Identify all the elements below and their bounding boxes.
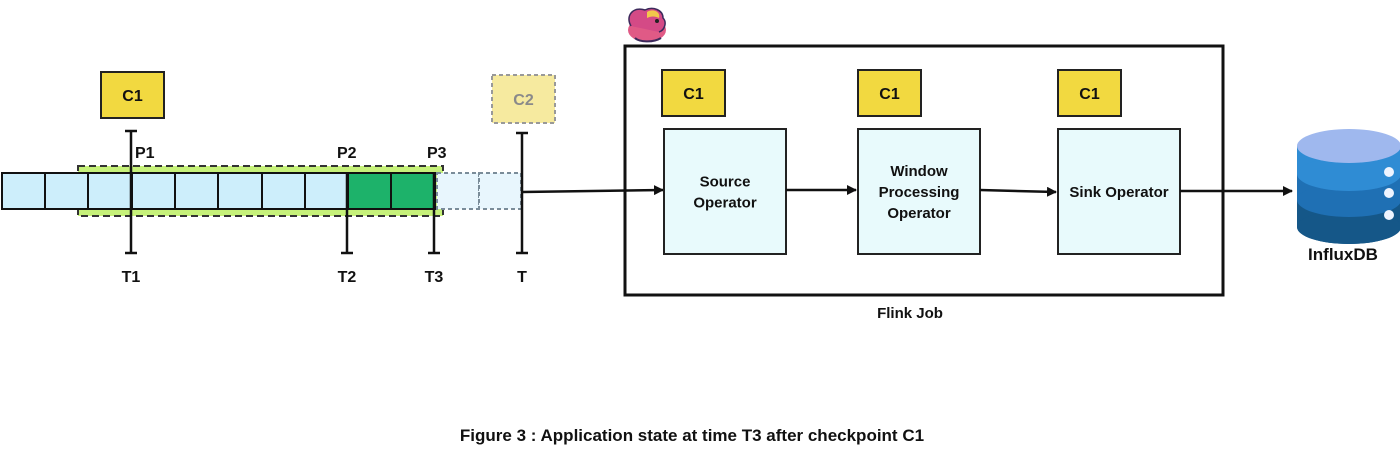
stream-cell bbox=[87, 172, 133, 210]
stream-cell bbox=[44, 172, 89, 210]
db-indicator-dot bbox=[1384, 188, 1394, 198]
marker-t2 bbox=[341, 173, 353, 255]
flink-squirrel-icon bbox=[628, 7, 666, 43]
operator-checkpoint-sink: C1 bbox=[1057, 69, 1122, 117]
window-to-sink-arrow bbox=[979, 186, 1057, 197]
stream-cell-processed bbox=[347, 172, 392, 210]
marker-t1 bbox=[125, 129, 137, 255]
sink-operator-label: Sink Operator bbox=[1069, 184, 1168, 201]
time-label-t: T bbox=[517, 269, 527, 286]
stream-cell bbox=[174, 172, 219, 210]
sink-operator: Sink Operator bbox=[1057, 128, 1181, 255]
operator-checkpoint-source-label: C1 bbox=[683, 86, 704, 103]
flink-job-frame bbox=[623, 44, 1225, 297]
stream-to-source-arrow bbox=[521, 185, 664, 196]
stream-cells bbox=[1, 172, 436, 210]
stream-cell-processed bbox=[390, 172, 436, 210]
operator-checkpoint-window: C1 bbox=[857, 69, 922, 117]
db-indicator-dot bbox=[1384, 167, 1394, 177]
stream-checkpoint-c2: C2 bbox=[491, 74, 556, 124]
time-label-t1: T1 bbox=[122, 269, 141, 286]
stream-cell-pending bbox=[436, 172, 480, 210]
marker-t bbox=[516, 131, 528, 255]
stream-cell-pending bbox=[478, 172, 522, 210]
operator-checkpoint-source: C1 bbox=[661, 69, 726, 117]
stream-cell bbox=[304, 172, 349, 210]
event-stream bbox=[1, 165, 522, 217]
stream-checkpoint-c1: C1 bbox=[100, 71, 165, 119]
stream-checkpoint-c1-label: C1 bbox=[122, 88, 143, 105]
stream-checkpoint-c2-label: C2 bbox=[513, 92, 534, 109]
marker-t3 bbox=[428, 173, 440, 255]
position-label-p1: P1 bbox=[135, 145, 155, 162]
flink-job-title: Flink Job bbox=[877, 305, 943, 322]
position-label-p3: P3 bbox=[427, 145, 447, 162]
time-label-t3: T3 bbox=[425, 269, 444, 286]
figure-caption: Figure 3 : Application state at time T3 … bbox=[460, 426, 924, 445]
time-markers bbox=[125, 129, 528, 255]
db-indicator-dot bbox=[1384, 210, 1394, 220]
operator-checkpoint-sink-label: C1 bbox=[1079, 86, 1100, 103]
stream-cell bbox=[1, 172, 46, 210]
operator-checkpoint-window-label: C1 bbox=[879, 86, 900, 103]
position-label-p2: P2 bbox=[337, 145, 357, 162]
time-label-t2: T2 bbox=[338, 269, 357, 286]
stream-cell bbox=[131, 172, 176, 210]
stream-cell bbox=[217, 172, 263, 210]
stream-cell bbox=[261, 172, 306, 210]
database-label: InfluxDB bbox=[1308, 245, 1378, 264]
database-icon bbox=[1297, 129, 1400, 244]
